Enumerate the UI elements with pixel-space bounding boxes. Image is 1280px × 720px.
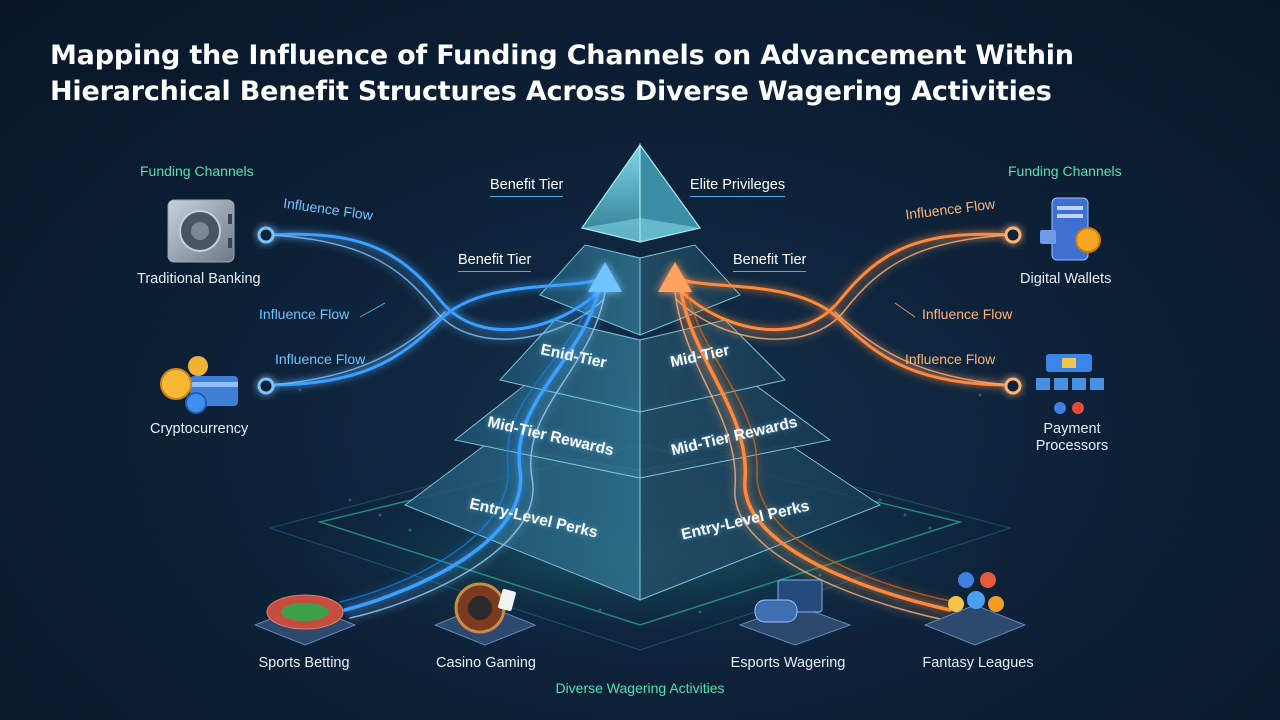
activity-label-esports-wagering: Esports Wagering xyxy=(731,655,846,671)
page-title: Mapping the Influence of Funding Channel… xyxy=(50,38,1230,110)
title-line-2: Hierarchical Benefit Structures Across D… xyxy=(50,74,1230,110)
tier-label-top-left: Benefit Tier xyxy=(490,177,563,197)
activity-label-sports-betting: Sports Betting xyxy=(258,655,349,671)
left-flow-label-3: Influence Flow xyxy=(275,351,365,367)
right-section-label: Funding Channels xyxy=(1008,163,1122,179)
right-flow-label-2: Influence Flow xyxy=(922,306,1012,322)
payment-processor-icon xyxy=(1036,354,1104,414)
digital-wallet-icon xyxy=(1040,198,1100,260)
digital-wallets-label: Digital Wallets xyxy=(1020,271,1111,287)
tier-label-top-right: Elite Privileges xyxy=(690,177,785,197)
tier-label-mid-right: Benefit Tier xyxy=(733,252,806,272)
bank-vault-icon xyxy=(168,200,234,262)
cryptocurrency-label: Cryptocurrency xyxy=(150,421,248,437)
pyramid xyxy=(405,145,880,600)
crypto-coins-icon xyxy=(161,356,238,413)
right-flow-label-3: Influence Flow xyxy=(905,351,995,367)
traditional-banking-label: Traditional Banking xyxy=(137,271,261,287)
payment-processors-label: Payment Processors xyxy=(1030,421,1114,455)
left-flow-label-2: Influence Flow xyxy=(259,306,349,322)
activity-label-fantasy-leagues: Fantasy Leagues xyxy=(922,655,1033,671)
left-section-label: Funding Channels xyxy=(140,163,254,179)
activities-footer-label: Diverse Wagering Activities xyxy=(555,680,724,696)
activity-label-casino-gaming: Casino Gaming xyxy=(436,655,536,671)
title-line-1: Mapping the Influence of Funding Channel… xyxy=(50,38,1230,74)
tier-label-mid-left: Benefit Tier xyxy=(458,252,531,272)
